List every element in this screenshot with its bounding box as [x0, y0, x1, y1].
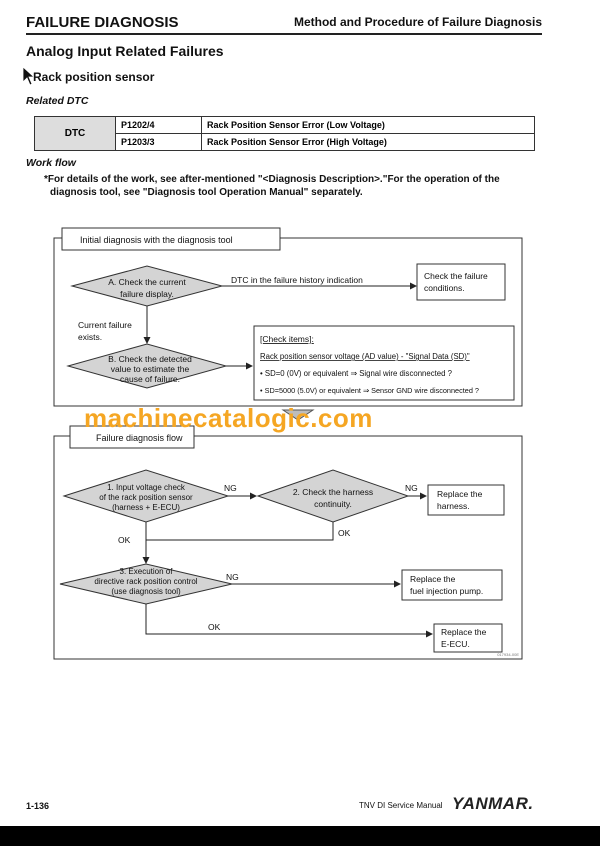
replace-harness-text: Replace the — [437, 489, 483, 499]
dtc-description-cell: Rack Position Sensor Error (High Voltage… — [201, 133, 535, 151]
initial-diagnosis-title: Initial diagnosis with the diagnosis too… — [80, 235, 233, 245]
replace-ecu-text: E-ECU. — [441, 639, 470, 649]
ng-label: NG — [226, 572, 239, 582]
header-divider — [26, 33, 542, 35]
replace-ecu-text: Replace the — [441, 627, 487, 637]
check-conditions-box — [416, 263, 506, 301]
failure-flow-title-box — [69, 425, 195, 449]
replace-ecu-box — [433, 623, 503, 653]
page-number: 1-136 — [26, 801, 50, 811]
check-items-text: • SD=0 (0V) or equivalent ⇒ Signal wire … — [260, 369, 453, 378]
diamond-b-text: value to estimate the — [111, 364, 190, 374]
section-subtitle: Rack position sensor — [33, 70, 155, 84]
workflow-note-line: *For details of the work, see after-ment… — [44, 174, 500, 185]
replace-pump-text: fuel injection pump. — [410, 586, 483, 596]
step1-text: 1. Input voltage check — [107, 483, 186, 492]
diamond-b-text: B. Check the detected — [108, 354, 192, 364]
check-items-text: • SD=5000 (5.0V) or equivalent ⇒ Sensor … — [260, 386, 479, 395]
check-items-box — [253, 325, 515, 401]
diamond-a-text: failure display. — [120, 289, 174, 299]
replace-pump-box — [401, 569, 503, 601]
step1-text: (harness + E-ECU) — [112, 503, 180, 512]
workflow-note-line: diagnosis tool, see "Diagnosis tool Oper… — [50, 187, 363, 198]
ok-label: OK — [338, 528, 351, 538]
connector-arrow-icon — [281, 409, 315, 421]
replace-harness-box — [427, 484, 505, 516]
replace-harness-text: harness. — [437, 501, 470, 511]
section-title: Analog Input Related Failures — [26, 43, 224, 59]
replace-pump-text: Replace the — [410, 574, 456, 584]
brand-logo: YANMAR. — [452, 794, 534, 813]
check-items-title: [Check items]: — [260, 334, 314, 344]
table-row: P1203/3 Rack Position Sensor Error (High… — [35, 133, 535, 151]
dtc-history-label: DTC in the failure history indication — [231, 275, 363, 285]
arrow-step3-ok — [145, 604, 433, 638]
failure-flow-frame — [53, 435, 523, 660]
step2-text: continuity. — [314, 499, 352, 509]
workflow-label: Work flow — [26, 157, 76, 169]
watermark: machinecatalogic.com — [84, 403, 373, 433]
step3-text: (use diagnosis tool) — [111, 587, 181, 596]
step3-text: directive rack position control — [94, 577, 197, 586]
step2-text: 2. Check the harness — [293, 487, 373, 497]
current-failure-label: Current failure — [78, 320, 132, 330]
dtc-table: DTC P1202/4 Rack Position Sensor Error (… — [34, 116, 535, 151]
header-title: FAILURE DIAGNOSIS — [26, 14, 179, 31]
check-items-text: Rack position sensor voltage (AD value) … — [260, 352, 470, 361]
ng-label: NG — [224, 483, 237, 493]
manual-page: FAILURE DIAGNOSIS Method and Procedure o… — [0, 0, 600, 826]
initial-diagnosis-title-box — [61, 227, 281, 251]
flowchart: Initial diagnosis with the diagnosis too… — [53, 227, 523, 660]
manual-name: TNV DI Service Manual — [359, 801, 443, 810]
related-dtc-label: Related DTC — [26, 95, 89, 107]
header-subtitle: Method and Procedure of Failure Diagnosi… — [293, 15, 542, 29]
current-failure-label: exists. — [78, 332, 102, 342]
check-conditions-text: Check the failure — [424, 271, 488, 281]
failure-flow-title: Failure diagnosis flow — [96, 433, 183, 443]
step2-ok-line — [146, 522, 334, 541]
table-row: DTC P1202/4 Rack Position Sensor Error (… — [34, 116, 535, 151]
ng-label: NG — [405, 483, 418, 493]
diamond-a-text: A. Check the current — [108, 277, 186, 287]
ok-label: OK — [118, 535, 131, 545]
step1-text: of the rack position sensor — [99, 493, 193, 502]
ok-label: OK — [208, 622, 221, 632]
figure-id: 017934-00E — [497, 652, 519, 657]
step3-text: 3. Execution of — [120, 567, 174, 576]
workflow-note: *For details of the work, see after-ment… — [44, 173, 544, 199]
diamond-b-text: cause of failure. — [120, 374, 180, 384]
check-conditions-text: conditions. — [424, 283, 465, 293]
mouse-pointer-icon — [22, 66, 36, 86]
